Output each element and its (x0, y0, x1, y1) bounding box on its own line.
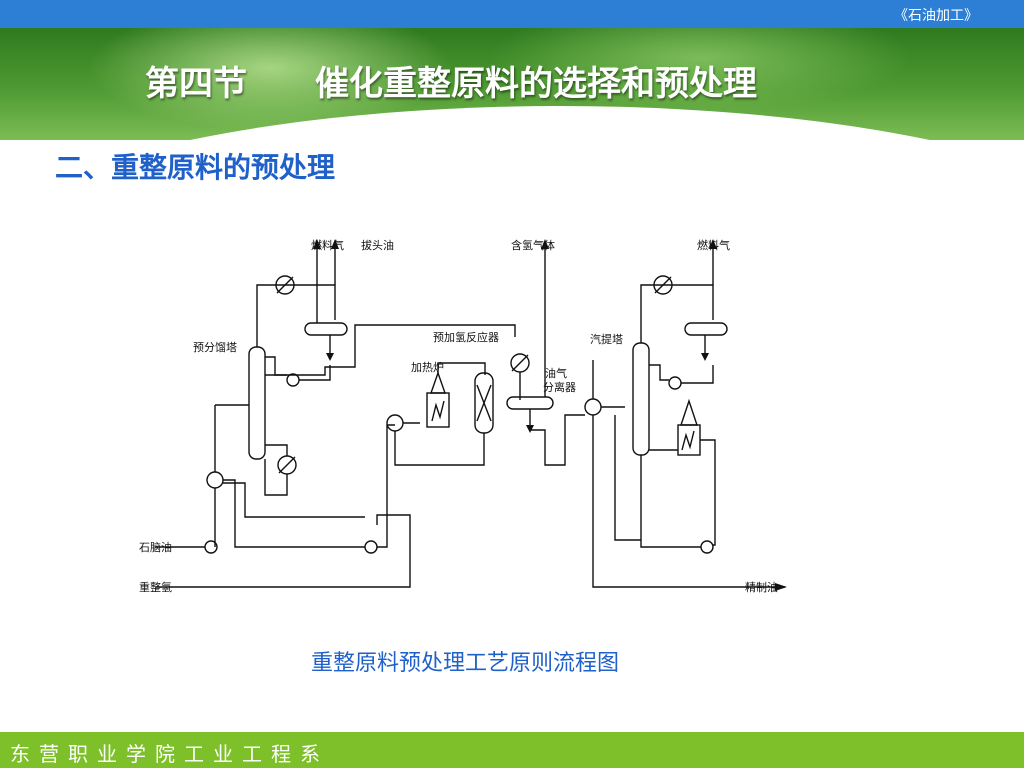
pump (286, 373, 300, 387)
label-prefractionator: 预分馏塔 (193, 340, 237, 354)
subtitle: 二、重整原料的预处理 (55, 151, 336, 184)
section-title: 第四节 催化重整原料的选择和预处理 (145, 64, 757, 104)
pipe (649, 364, 669, 381)
pipe (223, 482, 365, 518)
stripper-column (632, 342, 650, 456)
pipe (155, 514, 411, 588)
bottoms-pump (700, 540, 714, 554)
pump (668, 376, 682, 390)
exchanger-1 (206, 471, 224, 489)
pipe (265, 324, 516, 376)
label-reforming-hydrogen: 重整氢 (139, 580, 172, 594)
pipe (700, 439, 716, 546)
footer-text: 东营职业学院工业工程系 (10, 742, 329, 766)
label-heater: 加热炉 (411, 361, 444, 374)
label-hydrogen-gas: 含氢气体 (511, 238, 555, 252)
prefractionator-column (248, 346, 266, 460)
label-naphtha: 石脑油 (139, 540, 172, 554)
pipe (394, 431, 485, 466)
pipe (437, 362, 486, 375)
condenser-valve-2 (653, 275, 673, 295)
pipe (640, 455, 701, 548)
pipe (264, 459, 288, 496)
pipe (256, 284, 336, 347)
pipe (614, 415, 641, 541)
diagram-caption: 重整原料预处理工艺原则流程图 (310, 651, 619, 676)
reflux-drum-2 (684, 322, 728, 336)
label-stripper: 汽提塔 (590, 332, 623, 346)
header-banner: 第四节 催化重整原料的选择和预处理 (0, 28, 1024, 140)
label-refined-oil: 精制油 (745, 580, 778, 594)
reflux-drum-1 (304, 322, 348, 336)
label-fuel-gas-2: 燃料气 (697, 238, 730, 252)
pipe (265, 356, 287, 376)
process-flow-diagram: 燃料气 拔头油 含氢气体 燃料气 预分馏塔 预加氢反应器 加热炉 油气 分离器 … (139, 238, 787, 594)
pipe (265, 444, 288, 456)
course-tag: 《石油加工》 (894, 8, 978, 24)
exchanger-2 (386, 414, 404, 432)
label-topped-oil: 拔头油 (361, 238, 394, 252)
condenser-valve-1 (275, 275, 295, 295)
pipe (377, 424, 395, 548)
reboiler-heater (677, 424, 701, 456)
pipe (299, 365, 331, 381)
pipe (681, 365, 714, 384)
oil-gas-separator (506, 396, 554, 410)
banner-curve (0, 106, 1024, 140)
feed-pump (364, 540, 378, 554)
label-oil-gas-1: 油气 (545, 366, 567, 380)
pipe (640, 284, 714, 343)
pipe (592, 415, 785, 588)
label-prehydro-reactor: 预加氢反应器 (433, 330, 499, 344)
footer-bar: 东营职业学院工业工程系 (0, 732, 1024, 768)
heater-stack (430, 370, 446, 394)
exchanger-3 (584, 398, 602, 416)
pipe (223, 479, 365, 548)
top-bar: 《石油加工》 (0, 0, 1024, 28)
label-oil-gas-2: 分离器 (543, 380, 576, 394)
pipe (530, 414, 585, 466)
label-fuel-gas-1: 燃料气 (311, 238, 344, 252)
